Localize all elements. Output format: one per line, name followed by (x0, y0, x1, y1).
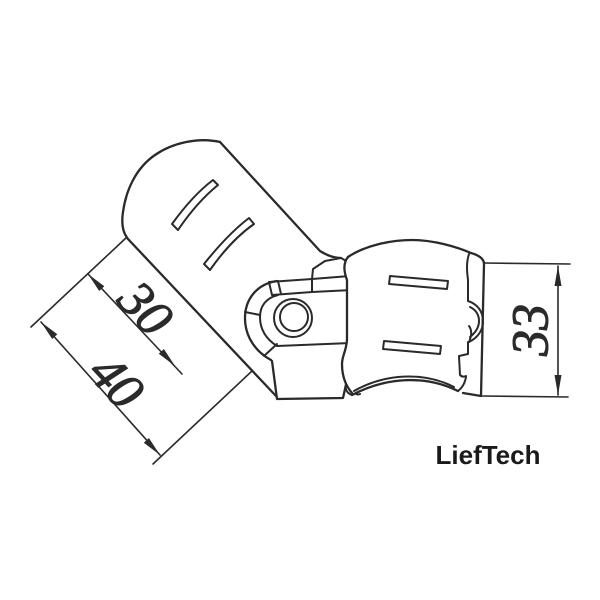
dim-40-label: 40 (77, 344, 154, 421)
dim-30-arrow-start (88, 274, 105, 291)
dim-30-extension-line (30, 236, 128, 328)
dim-40-arrow-end (143, 438, 160, 455)
left-sleeve-cap-outline (121, 139, 222, 241)
right-sleeve (340, 238, 486, 398)
dim-40-line (40, 321, 161, 456)
dimension-40: 40 (40, 321, 253, 465)
pivot-pin-inner-circle (279, 302, 309, 332)
clevis-ring-segment-line-upper (244, 311, 261, 316)
clevis-ring-segment-line-lower (263, 343, 278, 357)
dimension-33: 33 (480, 262, 571, 398)
left-sleeve-slot-lower (203, 217, 255, 271)
right-band-seam-lower (458, 341, 469, 378)
right-sleeve-bottom-arc-inner (353, 375, 467, 392)
dim-30-arrow-end (158, 349, 175, 366)
drawing-root: 30 40 33 (30, 139, 571, 465)
right-sleeve-body (342, 240, 484, 396)
pivot-joint (243, 257, 361, 401)
right-sleeve-slot-upper (388, 275, 449, 290)
right-sleeve-slot-lower (382, 340, 442, 355)
brand-label: LiefTech (436, 440, 541, 470)
dim-33-arrow-bottom (554, 375, 562, 395)
clevis-inner-arc (259, 294, 279, 347)
left-sleeve-slot-upper (171, 179, 219, 231)
dim-33-extension-line-bottom (480, 395, 569, 398)
right-sleeve-bottom-arc-outer (350, 378, 460, 397)
dim-33-extension-line-top (483, 262, 571, 265)
clevis-outer-arc (243, 279, 279, 362)
right-sleeve-top-edge (346, 238, 473, 259)
left-sleeve-bottom-edge (126, 237, 278, 398)
right-band-latch-tab (467, 300, 484, 343)
dim-40-extension-line (152, 370, 253, 465)
dim-33-label: 33 (503, 304, 560, 357)
clevis-bottom-band (276, 342, 352, 347)
clevis-top-band (268, 278, 313, 296)
right-band-seam-line (466, 253, 470, 302)
dim-40-arrow-start (41, 322, 58, 339)
right-sleeve-left-edge (340, 255, 354, 395)
dim-33-arrow-top (554, 266, 562, 286)
